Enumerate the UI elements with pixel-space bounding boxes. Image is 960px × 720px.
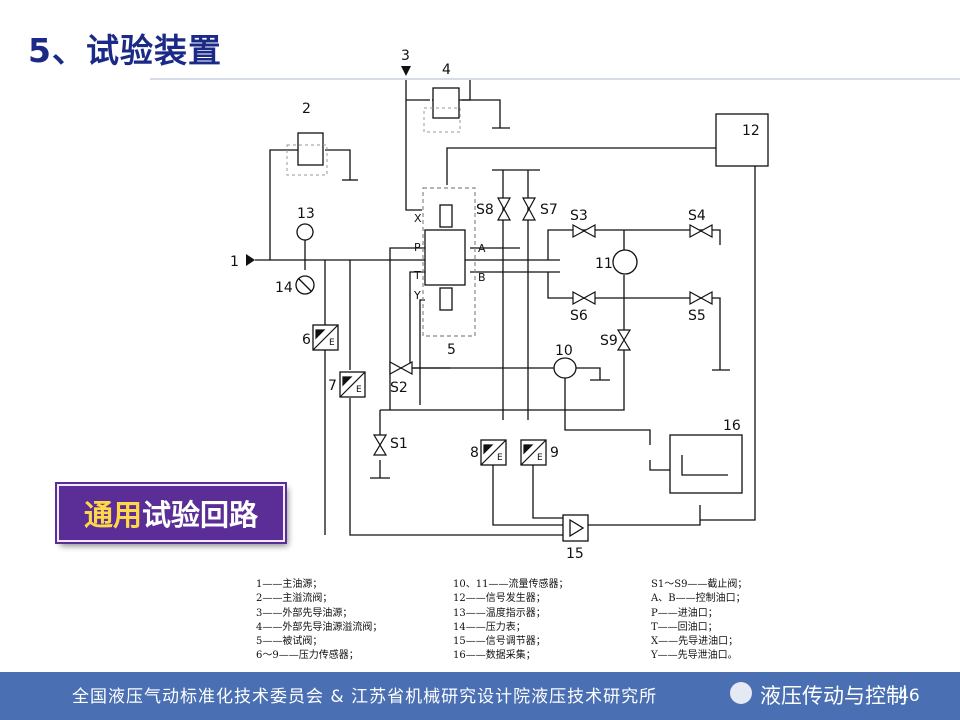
port-y: Y (413, 289, 421, 302)
port-p: P (414, 241, 421, 254)
legend-item: 3——外部先导油源； (256, 607, 353, 619)
label-12: 12 (742, 123, 760, 139)
label-s7: S7 (540, 202, 558, 218)
legend-item: T——回油口； (651, 621, 718, 633)
circuit-badge: 通用试验回路 (57, 484, 285, 542)
legend-column-1: 1——主油源； 2——主溢流阀； 3——外部先导油源； 4——外部先导油源溢流阀… (256, 578, 382, 664)
page-number: 46 (898, 686, 920, 706)
label-11: 11 (595, 256, 613, 272)
label-3: 3 (401, 48, 410, 64)
hydraulic-circuit-diagram: 1 2 3 4 5 6 7 8 9 10 11 12 13 14 15 16 S… (230, 48, 769, 562)
badge-text: 试验回路 (142, 498, 259, 532)
sensor-6-e: E (329, 338, 335, 348)
legend-item: 16——数据采集； (453, 650, 536, 662)
sensor-9-e: E (537, 453, 543, 463)
label-1: 1 (230, 254, 239, 270)
legend-item: 1——主油源； (256, 579, 323, 590)
legend-item: A、B——控制油口； (651, 593, 746, 605)
label-s4: S4 (688, 208, 706, 224)
legend-item: 5——被试阀； (256, 636, 323, 648)
port-t: T (413, 269, 421, 282)
label-10: 10 (555, 343, 573, 359)
legend-item: 4——外部先导油源溢流阀； (256, 621, 383, 633)
legend-item: 6～9——压力传感器； (256, 650, 359, 662)
slide-title: 5、试验装置 (28, 31, 222, 70)
legend-item: S1～S9——截止阀； (651, 579, 748, 590)
port-x: X (414, 212, 422, 225)
footer-bar: 全国液压气动标准化技术委员会 & 江苏省机械研究设计院液压技术研究所 液压传动与… (0, 672, 960, 720)
wechat-icon (730, 682, 752, 704)
label-s5: S5 (688, 308, 706, 324)
label-2: 2 (302, 101, 311, 117)
label-s2: S2 (390, 380, 408, 396)
label-s3: S3 (570, 208, 588, 224)
label-13: 13 (297, 206, 315, 222)
label-4: 4 (442, 62, 451, 78)
port-a: A (478, 242, 486, 255)
label-7: 7 (328, 378, 337, 394)
label-s8: S8 (476, 202, 494, 218)
legend-item: 10、11——流量传感器； (453, 579, 569, 590)
label-9: 9 (550, 445, 559, 461)
legend-item: 14——压力表； (453, 621, 526, 633)
sensor-7-e: E (356, 385, 362, 395)
badge-highlight: 通用 (83, 498, 142, 532)
sensor-8-e: E (497, 453, 503, 463)
legend-item: 12——信号发生器； (453, 593, 546, 605)
label-15: 15 (566, 546, 584, 562)
label-6: 6 (302, 332, 311, 348)
legend-item: 15——信号调节器； (453, 636, 546, 648)
label-14: 14 (275, 280, 293, 296)
label-16: 16 (723, 418, 741, 434)
port-b: B (478, 271, 486, 284)
label-s6: S6 (570, 308, 588, 324)
title-rule (150, 78, 960, 80)
legend-column-2: 10、11——流量传感器； 12——信号发生器； 13——温度指示器； 14——… (453, 578, 568, 664)
legend-item: X——先导进油口； (651, 636, 739, 648)
label-8: 8 (470, 445, 479, 461)
legend-item: P——进油口； (651, 607, 718, 619)
label-5: 5 (447, 342, 456, 358)
legend-column-3: S1～S9——截止阀； A、B——控制油口； P——进油口； T——回油口； X… (651, 578, 747, 664)
footer-org-text: 全国液压气动标准化技术委员会 & 江苏省机械研究设计院液压技术研究所 (72, 687, 658, 707)
label-s1: S1 (390, 436, 408, 452)
label-s9: S9 (600, 333, 618, 349)
brand-name: 液压传动与控制 (760, 684, 907, 708)
legend-item: 2——主溢流阀； (256, 593, 333, 605)
left-band (0, 0, 46, 720)
legend-item: 13——温度指示器； (453, 607, 546, 619)
legend-item: Y——先导泄油口。 (651, 650, 738, 662)
